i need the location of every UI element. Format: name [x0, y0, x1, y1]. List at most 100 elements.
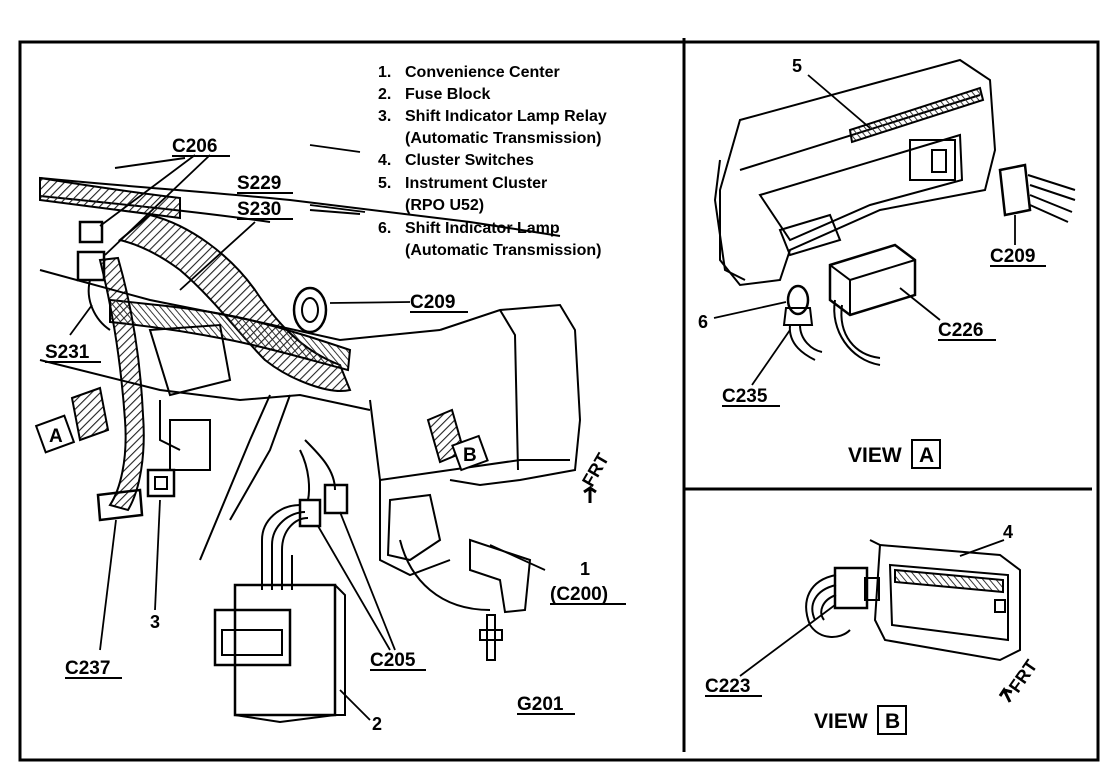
cluster-face	[758, 133, 964, 242]
shift-lamp-socket	[782, 307, 814, 326]
c237-connector	[96, 488, 144, 522]
cluster-switch-hatch	[894, 568, 1004, 594]
view-a-label-c209: C209	[990, 246, 1035, 267]
view-a-title: VIEW	[848, 444, 902, 467]
ground-bolt-head	[479, 629, 503, 641]
dash-vertical-left	[159, 400, 181, 451]
c205-wires	[299, 439, 336, 501]
cluster-slot	[778, 213, 842, 257]
label-g201: G201	[517, 694, 564, 715]
legend-text-1: Convenience Center	[405, 64, 560, 81]
dash-side-block	[148, 323, 232, 397]
c226-connector-face	[829, 259, 916, 315]
label-c206: C206	[172, 136, 217, 157]
main-view	[34, 144, 597, 724]
view-b	[739, 539, 1021, 703]
view-a-label-5: 5	[792, 56, 802, 76]
legend-num-5: 5.	[378, 175, 391, 192]
fuse-block-base	[234, 714, 336, 724]
legend-text-2: Fuse Block	[405, 86, 490, 103]
label-s230: S230	[237, 199, 281, 220]
wire-harness-left-drop	[98, 256, 145, 512]
c223-wires	[805, 574, 851, 638]
legend-text-6a: Shift Indicator Lamp	[405, 220, 560, 237]
view-b-arrow	[426, 408, 489, 472]
legend-num-4: 4.	[378, 152, 391, 169]
dash-line-2	[309, 209, 361, 215]
legend-num-3: 3.	[378, 108, 391, 125]
label-s231: S231	[45, 342, 90, 363]
fuse-block-tab	[221, 629, 283, 656]
label-c200: (C200)	[550, 584, 608, 605]
bracket	[469, 538, 532, 614]
cluster-socket	[909, 139, 956, 181]
legend-text-3a: Shift Indicator Lamp Relay	[405, 108, 607, 125]
dash-beam	[199, 394, 271, 561]
label-c237: C237	[65, 658, 110, 679]
fuse-block-front	[213, 608, 292, 667]
view-b-label-4: 4	[1003, 522, 1013, 542]
console-box	[386, 493, 442, 562]
c209-connector-main-inner	[301, 297, 319, 323]
label-c205: C205	[370, 650, 416, 671]
legend-text-5a: Instrument Cluster	[405, 175, 547, 192]
ground-bolt	[486, 614, 496, 661]
view-a-labels: 5 6 C209 C226 C235 VIEW A	[698, 56, 1046, 469]
label-1: 1	[580, 559, 590, 579]
fuse-block	[233, 583, 337, 717]
frt-arrow-b	[998, 687, 1013, 703]
arrow-a-letter: A	[49, 426, 63, 447]
view-b-title: VIEW	[814, 710, 868, 733]
cluster-socket-inner	[931, 149, 947, 173]
c223-connector	[833, 566, 869, 610]
label-s229: S229	[237, 173, 281, 194]
label-2: 2	[372, 714, 382, 734]
main-labels: C206 S229 S230 S231 C209 C237 3 C205 2 G…	[45, 136, 626, 734]
view-a-box	[911, 439, 941, 469]
cluster-switch-top	[869, 539, 881, 546]
view-a-box-letter: A	[919, 444, 934, 467]
c205-connector-2	[323, 483, 349, 515]
dash-lower-edge	[39, 359, 371, 411]
view-b-label-c223: C223	[705, 676, 750, 697]
view-a-label-c235: C235	[722, 386, 768, 407]
cluster-hatched-strip	[848, 86, 985, 144]
view-a	[713, 58, 1076, 386]
view-b-leaders	[739, 539, 1005, 677]
dash-line-1	[114, 157, 186, 169]
view-b-box	[877, 705, 907, 735]
c206-wire	[87, 279, 111, 331]
legend-num-1: 1.	[378, 64, 391, 81]
frames	[18, 38, 1100, 762]
view-b-labels: 4 C223 FRT VIEW B	[705, 522, 1041, 735]
legend-text-5b: (RPO U52)	[405, 197, 484, 214]
fuse-block-wires	[261, 504, 309, 590]
relay-3-inner	[154, 476, 168, 490]
c206-connector-lower	[76, 250, 106, 282]
dash-beam-2	[229, 394, 291, 521]
legend-text-3b: (Automatic Transmission)	[405, 130, 601, 147]
cluster-housing	[719, 58, 997, 287]
fuse-block-side	[334, 584, 346, 716]
c209-wires-view-a	[1027, 174, 1076, 223]
relay-3	[146, 468, 176, 498]
frt-arrow-main	[583, 485, 597, 503]
label-c209-main: C209	[410, 292, 455, 313]
cluster-switch-housing	[873, 543, 1021, 662]
c223-connector-tab	[864, 577, 880, 601]
dash-hatched-band	[39, 176, 181, 220]
view-a-label-c226: C226	[938, 320, 983, 341]
legend-num-2: 2.	[378, 86, 391, 103]
c226-connector	[828, 243, 917, 317]
dash-panel-edge	[39, 269, 441, 342]
console-housing-inner	[499, 309, 519, 471]
view-b-box-letter: B	[885, 710, 900, 733]
c206-connector	[78, 220, 104, 244]
shift-lamp-wires	[788, 324, 823, 361]
legend-text-4: Cluster Switches	[405, 152, 534, 169]
legend: 1. Convenience Center 2. Fuse Block 3. S…	[378, 64, 607, 259]
outer-frame	[18, 40, 1100, 762]
cluster-left-bracket	[713, 159, 746, 281]
cluster-switch-panel	[888, 563, 1009, 642]
